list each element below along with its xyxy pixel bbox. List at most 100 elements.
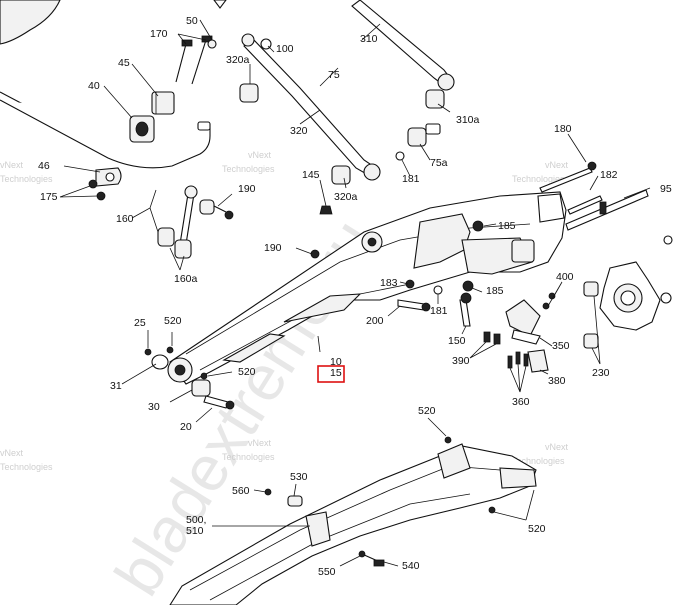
grease-fitting-520-d	[488, 506, 496, 514]
label-75: 75	[328, 69, 340, 81]
frame-corner-top-left	[0, 0, 61, 45]
label-360: 360	[512, 396, 530, 408]
svg-text:vNext: vNext	[0, 448, 24, 458]
svg-text:vNext: vNext	[545, 160, 569, 170]
grease-fitting-520-c	[444, 436, 452, 444]
bracket-350	[505, 299, 541, 345]
label-520-upper-left: 520	[164, 315, 182, 327]
nuts-175	[88, 179, 106, 201]
label-145: 145	[302, 169, 320, 181]
label-160a: 160a	[174, 273, 198, 285]
sleeve-530	[287, 495, 303, 507]
screws-360	[507, 351, 529, 369]
label-350: 350	[552, 340, 570, 352]
label-520-lower-right: 520	[528, 523, 546, 535]
label-180: 180	[554, 123, 572, 135]
bushing-45	[151, 91, 175, 115]
label-190-lower: 190	[264, 242, 282, 254]
bolt-145	[319, 205, 333, 215]
watermark-small-5: vNext Technologies	[0, 160, 53, 184]
svg-text:Technologies: Technologies	[222, 164, 275, 174]
nut-190	[310, 249, 320, 259]
label-30: 30	[148, 401, 160, 413]
watermark-small-1: vNext Technologies	[222, 150, 275, 174]
nut-185-lower	[462, 280, 474, 292]
trailing-arm-10	[167, 191, 567, 385]
label-160: 160	[116, 213, 134, 225]
bolt-200	[397, 299, 431, 312]
bolt-180	[539, 161, 597, 193]
bolt-540	[373, 559, 385, 567]
label-550: 550	[318, 566, 336, 578]
svg-text:vNext: vNext	[248, 438, 272, 448]
bolt-190	[213, 205, 234, 220]
grease-fitting-520-b	[200, 372, 208, 380]
watermark-small-4: vNext Technologies	[512, 442, 569, 466]
label-150: 150	[448, 335, 466, 347]
trailing-arm-500-510	[169, 443, 537, 605]
label-310a: 310a	[456, 114, 480, 126]
leader-lines	[59, 19, 651, 567]
watermark-small-6: vNext Technologies	[0, 448, 53, 472]
grease-fitting-25	[144, 348, 152, 356]
bushing-310a	[425, 89, 445, 109]
label-181-upper: 181	[402, 173, 420, 185]
grease-fitting-520-a	[166, 346, 174, 354]
label-320a-right: 320a	[334, 191, 358, 203]
svg-text:vNext: vNext	[248, 150, 272, 160]
bushing-40	[129, 115, 155, 143]
label-175: 175	[40, 191, 58, 203]
label-10: 10	[330, 356, 342, 368]
label-95: 95	[660, 183, 672, 195]
link-310	[351, 0, 455, 91]
label-320a-left: 320a	[226, 54, 250, 66]
nut-181-lower	[433, 285, 443, 295]
label-190-upper: 190	[238, 183, 256, 195]
label-390: 390	[452, 355, 470, 367]
nut-183	[405, 279, 415, 289]
label-46: 46	[38, 160, 50, 172]
link-75	[241, 33, 381, 181]
svg-text:Technologies: Technologies	[512, 174, 565, 184]
clip-380	[527, 349, 549, 373]
bolts-170	[175, 35, 213, 85]
label-181-lower: 181	[430, 305, 448, 317]
label-320: 320	[290, 125, 308, 137]
svg-text:Technologies: Technologies	[512, 456, 565, 466]
label-310: 310	[360, 33, 378, 45]
label-400: 400	[556, 271, 574, 283]
label-185-lower: 185	[486, 285, 504, 297]
label-15: 15	[330, 367, 342, 379]
label-75a: 75a	[430, 157, 448, 169]
label-200: 200	[366, 315, 384, 327]
label-185-upper: 185	[498, 220, 516, 232]
label-230: 230	[592, 367, 610, 379]
label-40: 40	[88, 80, 100, 92]
washer-181	[395, 151, 405, 161]
bolt-20	[203, 395, 235, 410]
svg-text:vNext: vNext	[0, 160, 24, 170]
label-20: 20	[180, 421, 192, 433]
label-31: 31	[110, 380, 122, 392]
bushings-160a	[157, 199, 215, 259]
svg-text:Technologies: Technologies	[222, 452, 275, 462]
bolt-95	[565, 189, 649, 231]
label-530: 530	[290, 471, 308, 483]
watermark-small-3: vNext Technologies	[222, 438, 275, 462]
bolt-182	[567, 195, 603, 215]
watermark-small-2: vNext Technologies	[512, 160, 569, 184]
label-45: 45	[118, 57, 130, 69]
nut-185-upper	[472, 220, 484, 232]
label-170: 170	[150, 28, 168, 40]
bushing-75a	[407, 123, 441, 147]
svg-text:Technologies: Technologies	[0, 462, 53, 472]
label-540: 540	[402, 560, 420, 572]
label-183: 183	[380, 277, 398, 289]
highlight-box-15	[317, 365, 345, 383]
label-50: 50	[186, 15, 198, 27]
screws-390	[483, 331, 501, 345]
part-labels: 170 50 45 40 46 175 160 160a 190 100 320…	[38, 15, 672, 578]
bolt-150	[459, 292, 472, 327]
label-182: 182	[600, 169, 618, 181]
